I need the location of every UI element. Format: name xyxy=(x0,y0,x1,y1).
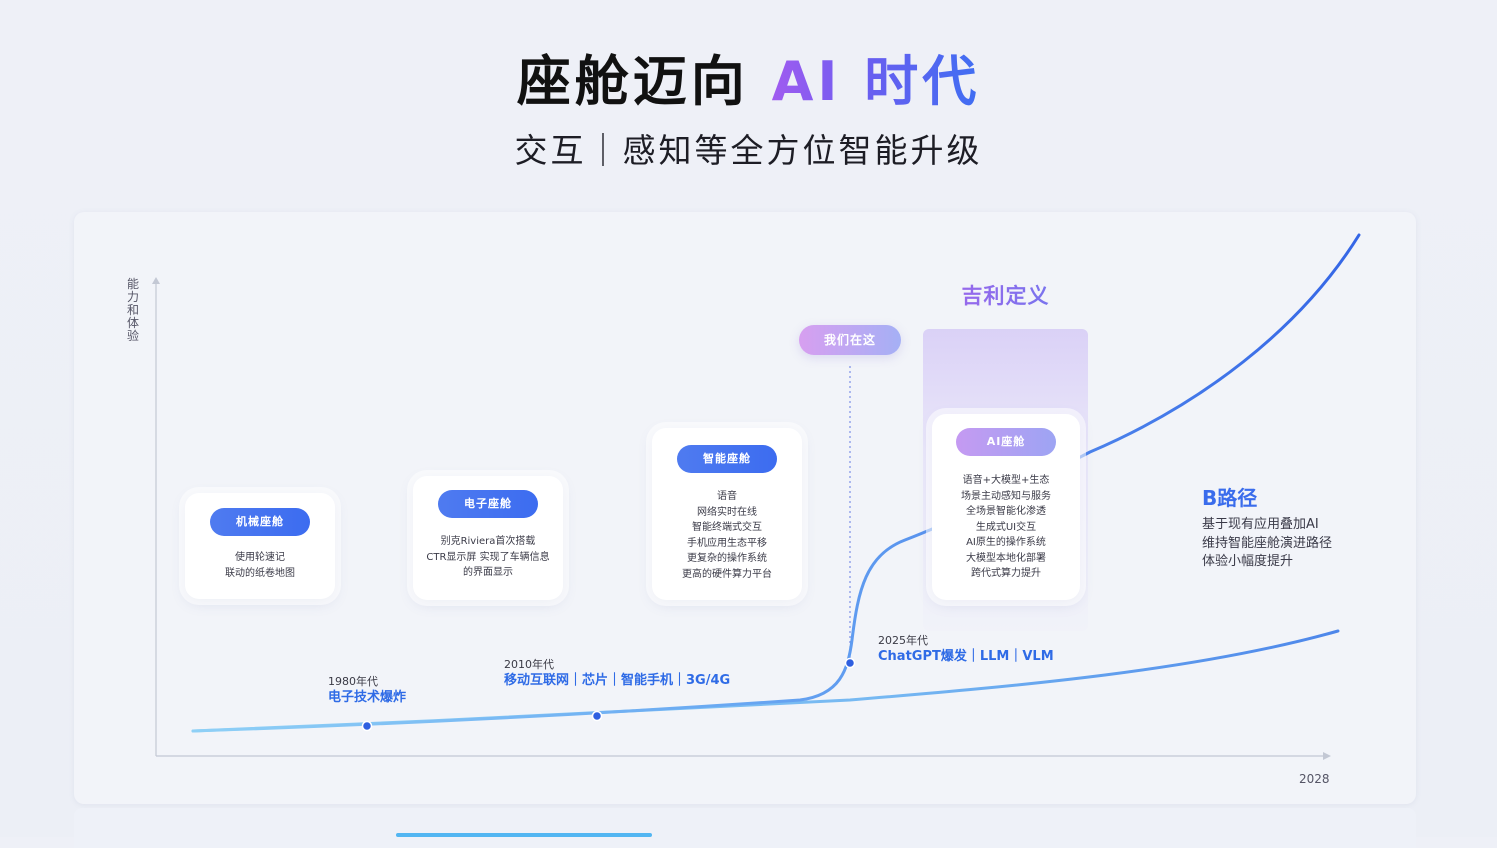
milestone-dot-2010 xyxy=(591,710,603,722)
x-axis-arrow xyxy=(1323,752,1331,760)
desc-line: 体验小幅度提升 xyxy=(1202,554,1294,569)
desc-line: 网络实时在线 xyxy=(697,506,757,518)
card-ai-cockpit: AI座舱 语音+大模型+生态 场景主动感知与服务 全场景智能化渗透 生成式UI交… xyxy=(932,414,1080,600)
milestone-event: ChatGPT爆发｜LLM｜VLM xyxy=(878,649,1054,664)
milestone-dot-1980 xyxy=(361,720,373,732)
card-electronic-cockpit: 电子座舱 别克Riviera首次搭载 CTR显示屏 实现了车辆信息 的界面显示 xyxy=(413,476,563,600)
card-ai-label: AI座舱 xyxy=(956,428,1056,456)
milestone-2025: 2025年代 ChatGPT爆发｜LLM｜VLM xyxy=(878,633,1054,666)
page-subtitle: 交互｜感知等全方位智能升级 xyxy=(514,131,983,170)
title-prefix: 座舱迈向 xyxy=(516,50,749,113)
x-axis-end-label: 2028 xyxy=(1299,772,1330,786)
card-electronic-desc: 别克Riviera首次搭载 CTR显示屏 实现了车辆信息 的界面显示 xyxy=(413,534,563,581)
desc-line: 手机应用生态平移 xyxy=(687,537,767,549)
card-smart-label: 智能座舱 xyxy=(677,445,777,473)
desc-line: CTR显示屏 实现了车辆信息 xyxy=(426,551,550,563)
milestone-year: 2010年代 xyxy=(504,658,554,671)
milestone-event: 移动互联网｜芯片｜智能手机｜3G/4G xyxy=(504,673,731,688)
card-ai-desc: 语音+大模型+生态 场景主动感知与服务 全场景智能化渗透 生成式UI交互 AI原… xyxy=(932,473,1080,582)
y-axis-label: 能力和体验 xyxy=(126,277,139,343)
milestone-2010: 2010年代 移动互联网｜芯片｜智能手机｜3G/4G xyxy=(504,657,730,690)
desc-line: 语音 xyxy=(717,491,737,502)
desc-line: 更复杂的操作系统 xyxy=(687,553,767,564)
geely-definition-title: 吉利定义 xyxy=(923,280,1088,310)
milestone-dot-2025 xyxy=(844,657,856,669)
next-section-strip xyxy=(74,808,1416,848)
card-mechanical-cockpit: 机械座舱 使用轮速记 联动的纸卷地图 xyxy=(185,493,335,599)
desc-line: 更高的硬件算力平台 xyxy=(682,568,772,580)
desc-line: 场景主动感知与服务 xyxy=(961,490,1051,502)
card-electronic-label: 电子座舱 xyxy=(438,490,538,518)
b-path-desc: 基于现有应用叠加AI 维持智能座舱演进路径 体验小幅度提升 xyxy=(1202,516,1332,572)
desc-line: 语音+大模型+生态 xyxy=(962,475,1050,486)
desc-line: 维持智能座舱演进路径 xyxy=(1202,535,1333,551)
milestone-event: 电子技术爆炸 xyxy=(328,690,407,705)
scroll-indicator xyxy=(396,833,652,837)
milestone-1980: 1980年代 电子技术爆炸 xyxy=(328,674,406,707)
desc-line: 的界面显示 xyxy=(463,567,513,578)
desc-line: 别克Riviera首次搭载 xyxy=(440,536,536,547)
desc-line: 全场景智能化渗透 xyxy=(966,506,1046,517)
card-smart-cockpit: 智能座舱 语音 网络实时在线 智能终端式交互 手机应用生态平移 更复杂的操作系统… xyxy=(652,428,802,600)
card-smart-desc: 语音 网络实时在线 智能终端式交互 手机应用生态平移 更复杂的操作系统 更高的硬… xyxy=(652,489,802,582)
card-mechanical-label: 机械座舱 xyxy=(210,508,310,536)
milestone-year: 1980年代 xyxy=(328,675,378,688)
desc-line: 使用轮速记 xyxy=(235,552,285,563)
desc-line: AI原生的操作系统 xyxy=(966,537,1046,548)
desc-line: 智能终端式交互 xyxy=(692,522,762,533)
y-axis-arrow xyxy=(152,277,160,284)
desc-line: 跨代式算力提升 xyxy=(971,568,1041,579)
desc-line: 大模型本地化部署 xyxy=(966,552,1046,564)
card-mechanical-desc: 使用轮速记 联动的纸卷地图 xyxy=(185,550,335,581)
b-path-annotation: B路径 基于现有应用叠加AI 维持智能座舱演进路径 体验小幅度提升 xyxy=(1202,484,1332,572)
page-title: 座舱迈向 AI 时代 xyxy=(0,48,1497,116)
geely-path-curve xyxy=(191,233,1361,733)
we-are-here-badge: 我们在这 xyxy=(799,325,901,355)
title-accent: AI 时代 xyxy=(771,50,981,113)
b-path-title: B路径 xyxy=(1202,486,1258,510)
desc-line: 联动的纸卷地图 xyxy=(225,567,295,579)
desc-line: 生成式UI交互 xyxy=(975,521,1037,533)
milestone-year: 2025年代 xyxy=(878,634,928,647)
desc-line: 基于现有应用叠加AI xyxy=(1202,517,1319,532)
